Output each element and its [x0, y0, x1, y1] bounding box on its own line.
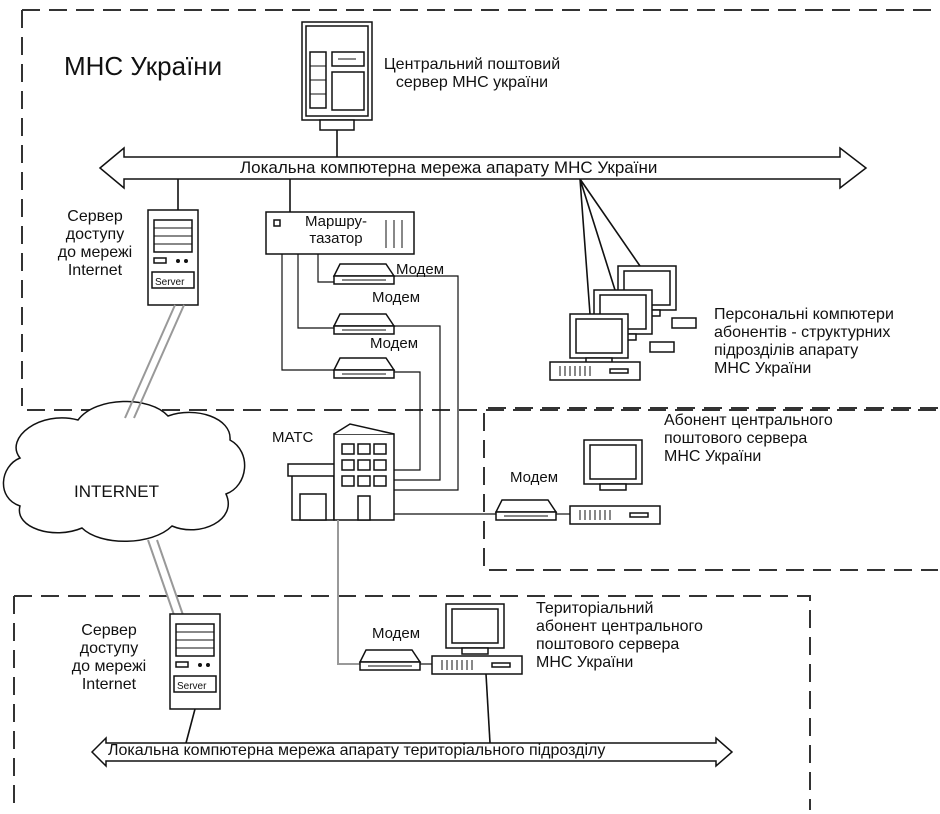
lan-main-arrow	[98, 146, 868, 190]
pcs-label: Персональні компютери абонентів - структ…	[714, 306, 894, 377]
modem-1-icon	[333, 263, 395, 285]
modem-1-label: Модем	[396, 261, 445, 278]
access-server-bottom-icon	[169, 613, 221, 710]
modem-territorial-label: Модем	[372, 625, 421, 642]
zone-subscriber-boundary	[483, 407, 938, 571]
modem-3-icon	[333, 357, 395, 379]
modem-3-label: Модем	[370, 335, 419, 352]
modem-2-icon	[333, 313, 395, 335]
access-server-top-label: Сервер доступу до мережі Internet	[57, 208, 133, 279]
matc-building-icon	[287, 423, 395, 521]
zone-mns-boundary	[21, 9, 938, 411]
central-server-label: Центральний поштовий сервер МНС україни	[383, 56, 561, 91]
lan-territorial-arrow	[90, 736, 734, 768]
router-label: Маршру- тазатор	[304, 213, 368, 247]
internet-cloud	[2, 400, 246, 542]
matc-label: МАТС	[272, 429, 314, 446]
modem-subscriber-icon	[495, 499, 557, 521]
lan-main-label: Локальна компютерна мережа апарату МНС У…	[240, 158, 658, 177]
territorial-subscriber-label: Територіальний абонент центрального пошт…	[536, 600, 703, 671]
central-mail-server-icon	[301, 21, 373, 131]
page-title: МНС України	[64, 51, 223, 81]
access-server-bottom-label: Сервер доступу до мережі Internet	[71, 622, 147, 693]
access-server-top-icon	[147, 209, 199, 306]
internet-label: INTERNET	[74, 482, 159, 501]
zone-territorial-boundary	[13, 595, 811, 812]
subscriber-central-label: Абонент центрального поштового сервера М…	[664, 412, 833, 465]
server-tag-bottom: Server	[177, 681, 207, 692]
server-tag-top: Server	[155, 277, 185, 288]
router-icon	[265, 211, 415, 255]
modem-territorial-icon	[359, 649, 421, 671]
modem-2-label: Модем	[372, 289, 421, 306]
modem-subscriber-label: Модем	[510, 469, 559, 486]
pc-subscriber-icon	[569, 439, 661, 525]
pc-group-icon	[549, 265, 697, 381]
lan-territorial-label: Локальна компютерна мережа апарату терит…	[108, 742, 606, 759]
pc-territorial-icon	[431, 603, 523, 675]
